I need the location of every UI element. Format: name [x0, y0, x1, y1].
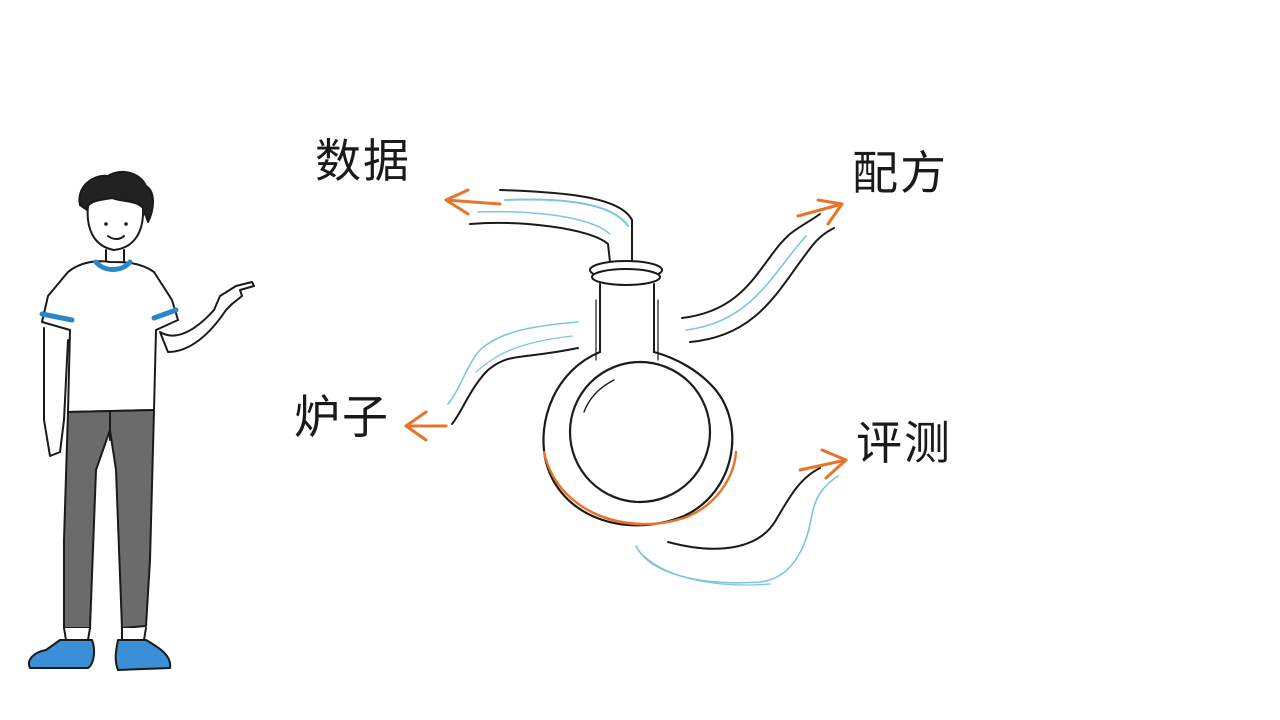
label-evaluation: 评测: [856, 416, 952, 470]
flow-to-recipe: [681, 213, 835, 343]
label-furnace: 炉子: [294, 390, 390, 444]
label-data: 数据: [315, 134, 411, 188]
flow-to-furnace: [447, 321, 579, 425]
person-pointing-icon: [28, 170, 255, 671]
arrow-icon: [404, 188, 848, 480]
round-bottom-flask-icon: [542, 260, 738, 527]
label-recipe: 配方: [852, 146, 948, 200]
flow-to-data: [469, 189, 633, 263]
flow-to-evaluation: [635, 467, 839, 586]
